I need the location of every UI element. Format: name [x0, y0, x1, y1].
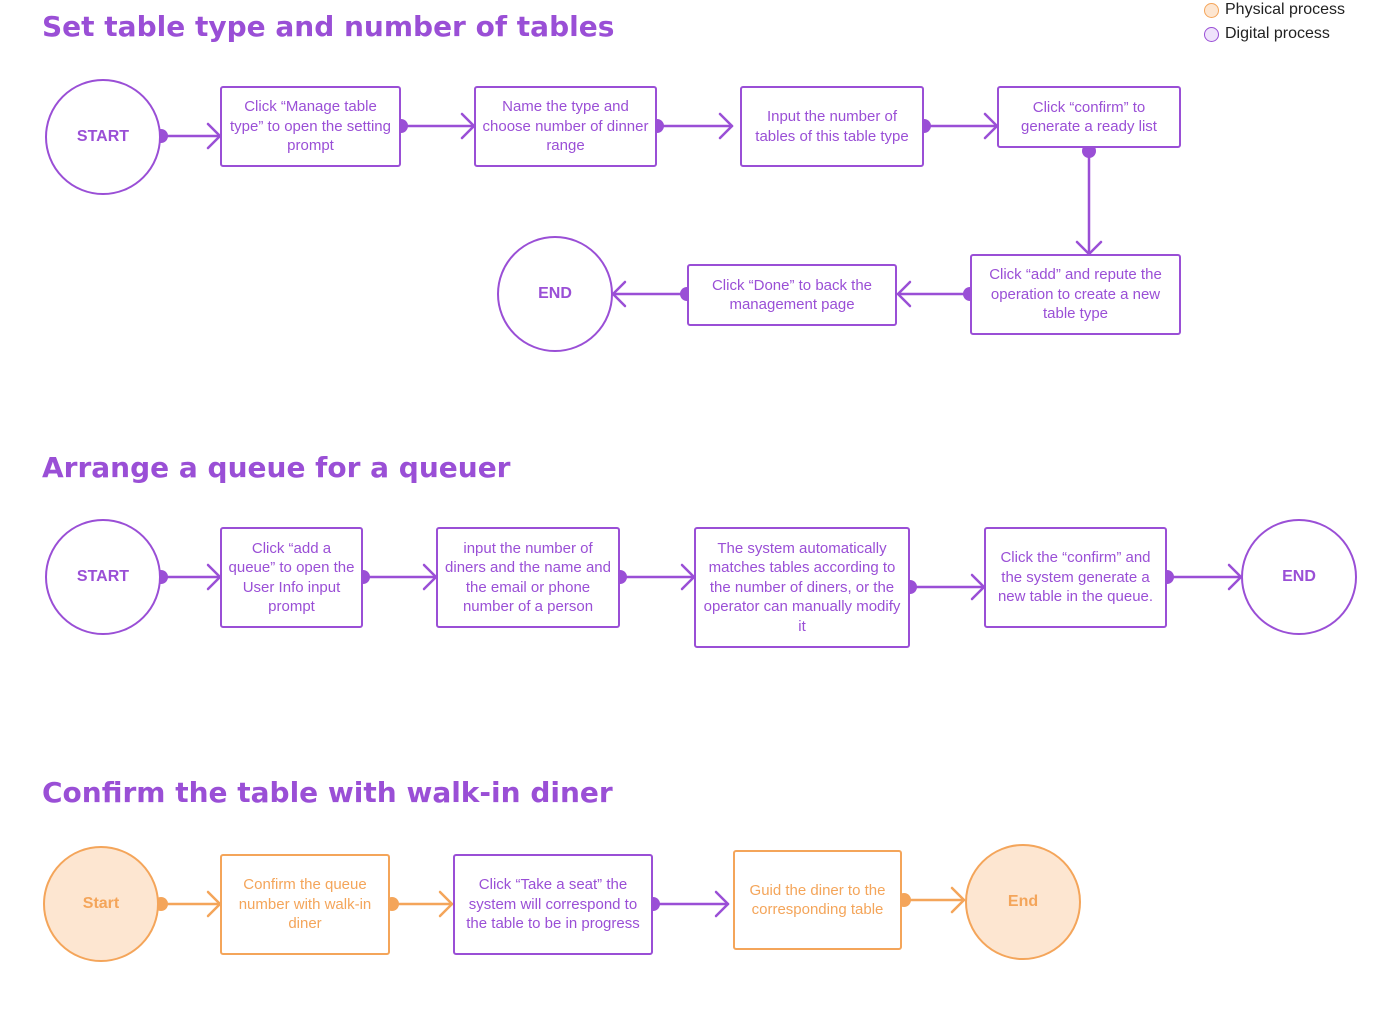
- digital-swatch-icon: [1204, 26, 1219, 42]
- flow2-step3-box: The system automatically matches tables …: [694, 527, 910, 648]
- flow1-step5-box: Click “add” and repute the operation to …: [970, 254, 1181, 335]
- legend-label-digital: Digital process: [1225, 25, 1330, 42]
- flow1-start-node: START: [45, 79, 161, 195]
- flow2-step1-box: Click “add a queue” to open the User Inf…: [220, 527, 363, 628]
- legend-item-physical: Physical process: [1204, 1, 1345, 19]
- flow2-start-node: START: [45, 519, 161, 635]
- legend-item-digital: Digital process: [1204, 25, 1330, 43]
- flow2-title: Arrange a queue for a queuer: [42, 451, 511, 484]
- flow2-step2-box: input the number of diners and the name …: [436, 527, 620, 628]
- flow1-end-node: END: [497, 236, 613, 352]
- flow3-step1-box: Confirm the queue number with walk-in di…: [220, 854, 390, 955]
- flow1-step3-box: Input the number of tables of this table…: [740, 86, 924, 167]
- flow3-title: Confirm the table with walk-in diner: [42, 776, 613, 809]
- physical-swatch-icon: [1204, 2, 1219, 18]
- flow3-end-node: End: [965, 844, 1081, 960]
- flow1-title: Set table type and number of tables: [42, 10, 615, 43]
- legend-label-physical: Physical process: [1225, 1, 1346, 18]
- flow2-step4-box: Click the “confirm” and the system gener…: [984, 527, 1167, 628]
- flow3-start-node: Start: [43, 846, 159, 962]
- flow1-step6-box: Click “Done” to back the management page: [687, 264, 897, 326]
- flow3-step2-box: Click “Take a seat” the system will corr…: [453, 854, 653, 955]
- flow2-end-node: END: [1241, 519, 1357, 635]
- flow1-step2-box: Name the type and choose number of dinne…: [474, 86, 657, 167]
- flow3-step3-box: Guid the diner to the corresponding tabl…: [733, 850, 902, 950]
- flow1-step4-box: Click “confirm” to generate a ready list: [997, 86, 1181, 148]
- flow1-step1-box: Click “Manage table type” to open the se…: [220, 86, 401, 167]
